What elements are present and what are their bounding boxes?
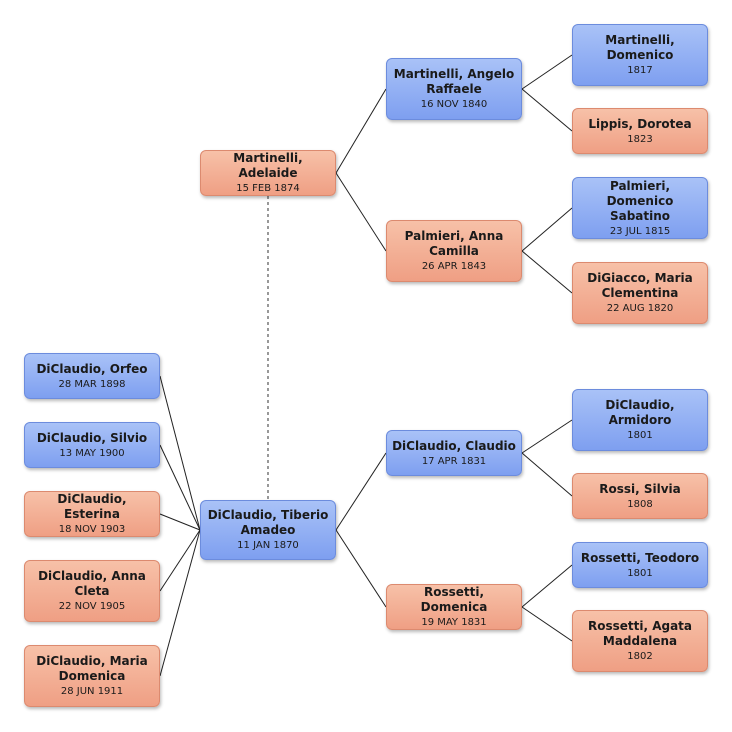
connector-line	[521, 250, 573, 294]
person-date: 22 AUG 1820	[606, 303, 674, 314]
person-date: 1817	[627, 65, 653, 76]
connector-line	[159, 529, 201, 677]
person-claudio[interactable]: DiClaudio, Claudio 17 APR 1831	[386, 430, 522, 476]
person-name: DiClaudio, Claudio	[392, 438, 516, 453]
person-anna-camilla[interactable]: Palmieri, Anna Camilla 26 APR 1843	[386, 220, 522, 282]
person-name: DiClaudio, Silvio	[36, 430, 148, 445]
connector-line	[521, 606, 573, 642]
person-armidoro[interactable]: DiClaudio, Armidoro 1801	[572, 389, 708, 451]
connector-line	[335, 452, 387, 531]
person-domenico-martinelli[interactable]: Martinelli, Domenico 1817	[572, 24, 708, 86]
person-anna-cleta[interactable]: DiClaudio, Anna Cleta 22 NOV 1905	[24, 560, 160, 622]
person-agata[interactable]: Rossetti, Agata Maddalena 1802	[572, 610, 708, 672]
person-name: DiClaudio, Tiberio Amadeo	[207, 508, 329, 537]
person-date: 1801	[627, 567, 653, 579]
person-adelaide[interactable]: Martinelli, Adelaide 15 FEB 1874	[200, 150, 336, 196]
connector-line	[521, 207, 573, 252]
person-silvia[interactable]: Rossi, Silvia 1808	[572, 473, 708, 519]
person-name: Rossetti, Teodoro	[580, 550, 700, 565]
person-date: 1801	[627, 430, 653, 441]
person-date: 26 APR 1843	[421, 261, 487, 272]
person-name: DiClaudio, Armidoro	[605, 398, 675, 427]
person-orfeo[interactable]: DiClaudio, Orfeo 28 MAR 1898	[24, 353, 160, 399]
person-maria-clementina[interactable]: DiGiacco, Maria Clementina 22 AUG 1820	[572, 262, 708, 324]
person-date: 17 APR 1831	[421, 455, 487, 467]
person-name: DiClaudio, Orfeo	[36, 361, 148, 376]
person-domenico-palmieri[interactable]: Palmieri, Domenico Sabatino 23 JUL 1815	[572, 177, 708, 239]
person-date: 28 MAR 1898	[58, 378, 126, 390]
connector-line	[335, 88, 387, 174]
person-date: 13 MAY 1900	[59, 447, 125, 459]
person-name: DiClaudio, Esterina	[57, 492, 127, 521]
person-silvio[interactable]: DiClaudio, Silvio 13 MAY 1900	[24, 422, 160, 468]
person-domenica-rossetti[interactable]: Rossetti, Domenica 19 MAY 1831	[386, 584, 522, 630]
connector-line	[335, 529, 387, 608]
person-date: 23 JUL 1815	[609, 225, 671, 237]
person-esterina[interactable]: DiClaudio, Esterina 18 NOV 1903	[24, 491, 160, 537]
person-name: Rossi, Silvia	[599, 481, 681, 496]
person-name: Rossetti, Domenica	[420, 585, 488, 614]
person-name: DiClaudio, Anna Cleta	[38, 569, 146, 598]
person-name: Lippis, Dorotea	[588, 116, 692, 131]
person-date: 1808	[627, 498, 653, 510]
person-name: Palmieri, Domenico Sabatino	[606, 178, 674, 223]
person-teodoro[interactable]: Rossetti, Teodoro 1801	[572, 542, 708, 588]
person-name: DiClaudio, Maria Domenica	[36, 654, 148, 683]
person-dorotea[interactable]: Lippis, Dorotea 1823	[572, 108, 708, 154]
person-name: Martinelli, Adelaide	[233, 151, 303, 180]
connector-line	[335, 172, 387, 252]
connector-line	[521, 54, 573, 90]
person-name: Palmieri, Anna Camilla	[404, 229, 504, 258]
person-date: 15 FEB 1874	[236, 183, 300, 194]
connector-line	[159, 513, 201, 531]
connector-line	[521, 564, 573, 608]
person-maria-domenica[interactable]: DiClaudio, Maria Domenica 28 JUN 1911	[24, 645, 160, 707]
person-tiberio[interactable]: DiClaudio, Tiberio Amadeo 11 JAN 1870	[200, 500, 336, 560]
person-date: 28 JUN 1911	[60, 686, 124, 697]
person-date: 1802	[627, 651, 653, 662]
person-date: 22 NOV 1905	[58, 601, 126, 612]
person-date: 18 NOV 1903	[58, 524, 126, 535]
connector-line	[521, 452, 573, 497]
connector-line	[159, 444, 201, 531]
connector-line	[521, 88, 573, 132]
connector-line	[159, 529, 201, 592]
connector-line	[159, 375, 201, 531]
person-name: Martinelli, Domenico	[605, 33, 675, 62]
person-name: Martinelli, Angelo Raffaele	[393, 67, 515, 96]
person-angelo[interactable]: Martinelli, Angelo Raffaele 16 NOV 1840	[386, 58, 522, 120]
person-date: 1823	[627, 133, 653, 145]
person-date: 11 JAN 1870	[237, 540, 299, 551]
person-name: Rossetti, Agata Maddalena	[587, 619, 693, 648]
person-name: DiGiacco, Maria Clementina	[587, 271, 693, 300]
connector-line	[521, 419, 573, 454]
person-date: 16 NOV 1840	[420, 99, 488, 110]
person-date: 19 MAY 1831	[421, 617, 487, 628]
